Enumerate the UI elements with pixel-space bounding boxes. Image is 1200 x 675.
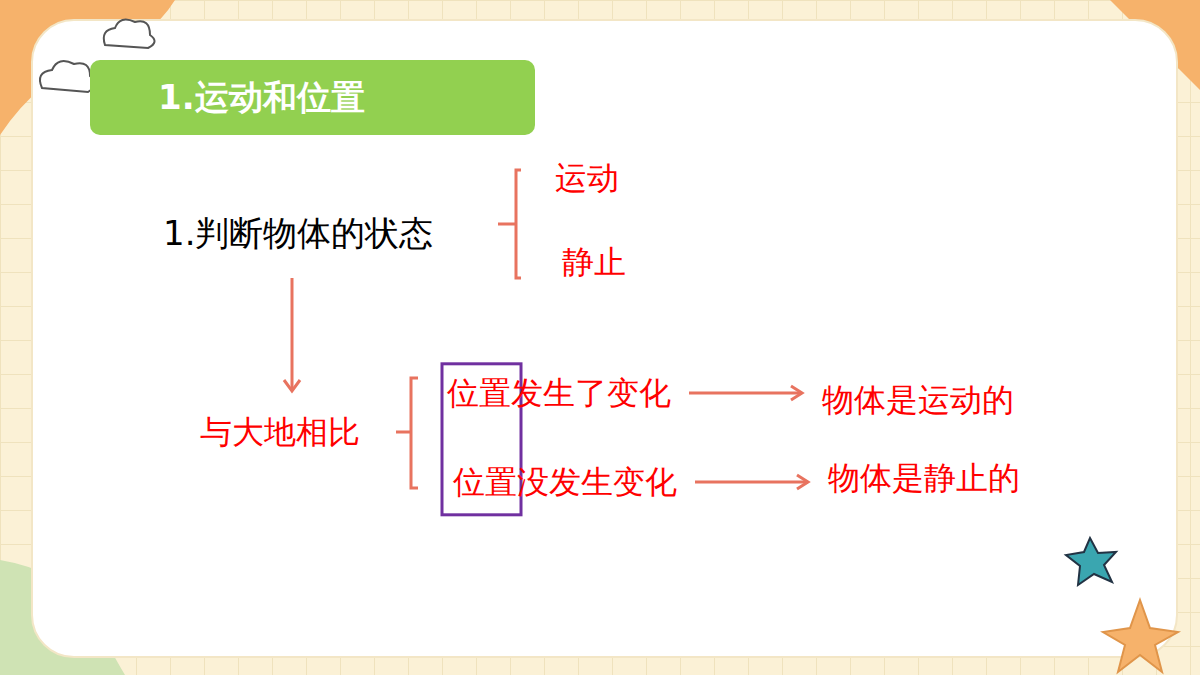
state-option: 运动 (555, 159, 619, 197)
white-card (32, 20, 1177, 657)
condition-text: 位置发生了变化 (447, 374, 671, 412)
question-text: 1.判断物体的状态 (163, 213, 433, 254)
left-bracket (498, 170, 521, 278)
condition-text: 位置没发生变化 (453, 463, 677, 501)
down-arrow (284, 278, 300, 391)
cloud-outline (104, 20, 155, 48)
state-option: 静止 (562, 243, 626, 281)
starfish (1103, 600, 1178, 672)
right-arrow (695, 475, 808, 489)
star (1066, 538, 1116, 585)
cloud-outline (40, 61, 95, 92)
right-arrow (689, 386, 802, 400)
left-bracket (396, 378, 418, 488)
section-title: 1.运动和位置 (90, 60, 535, 135)
reference-text: 与大地相比 (200, 413, 360, 451)
result-text: 物体是运动的 (822, 381, 1014, 419)
result-text: 物体是静止的 (828, 459, 1020, 497)
